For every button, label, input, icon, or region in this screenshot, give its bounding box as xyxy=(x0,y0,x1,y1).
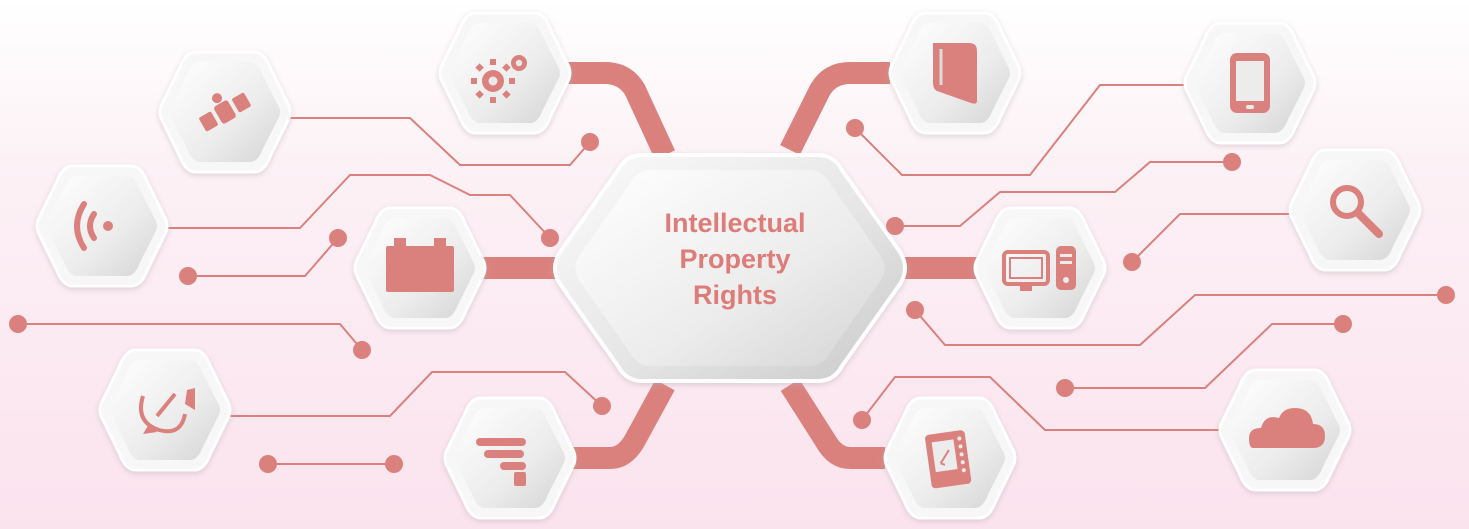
circuit-dot xyxy=(853,411,871,429)
tablet-icon xyxy=(1230,53,1270,113)
circuit-line xyxy=(18,323,363,351)
center-title: Intellectual Property Rights xyxy=(610,205,860,313)
satellite-icon xyxy=(199,92,251,132)
circuit-line xyxy=(1065,323,1343,389)
circuit-line xyxy=(225,371,603,417)
satellite-dish-icon xyxy=(139,388,195,434)
connector-hand xyxy=(570,379,675,469)
circuit-dots xyxy=(9,119,1455,473)
search-icon xyxy=(1330,185,1383,238)
center-hexagon xyxy=(553,153,907,383)
connector-phone xyxy=(780,379,885,469)
gears-icon xyxy=(471,55,527,103)
hex-node-satellite xyxy=(158,50,292,174)
center-title-line-2: Property xyxy=(679,244,791,274)
circuit-dot xyxy=(329,229,347,247)
circuit-dot xyxy=(1056,379,1074,397)
circuit-line xyxy=(895,161,1232,227)
circuit-dot xyxy=(886,217,904,235)
circuit-dot xyxy=(179,267,197,285)
circuit-dot xyxy=(353,341,371,359)
hex-node-search xyxy=(1288,148,1422,272)
circuit-dot xyxy=(1437,286,1455,304)
circuit-dot xyxy=(1334,315,1352,333)
hex-node-hand xyxy=(443,396,577,520)
circuit-line xyxy=(165,174,551,239)
wifi-signal-icon xyxy=(74,201,113,251)
hexagon-nodes xyxy=(35,11,1422,520)
circuit-dot xyxy=(385,455,403,473)
circuit-dot xyxy=(1123,253,1141,271)
circuit-dot xyxy=(581,133,599,151)
circuit-dot xyxy=(9,315,27,333)
hand-icon xyxy=(476,438,526,486)
hex-node-computer xyxy=(973,206,1107,330)
circuit-line xyxy=(285,117,591,166)
connector-book xyxy=(780,62,890,155)
smartphone-icon xyxy=(925,430,972,489)
book-icon xyxy=(933,43,977,104)
circuit-dot xyxy=(906,301,924,319)
circuit-dot xyxy=(1223,153,1241,171)
center-title-line-1: Intellectual xyxy=(664,208,806,238)
hex-node-wifi xyxy=(35,164,169,288)
circuit-line xyxy=(1131,213,1298,263)
hex-node-phone xyxy=(883,396,1017,520)
hex-node-radar xyxy=(98,348,232,472)
circuit-line xyxy=(914,294,1446,346)
circuit-line xyxy=(854,84,1188,176)
circuit-dot xyxy=(846,119,864,137)
desktop-computer-icon xyxy=(1002,246,1076,291)
connector-gears xyxy=(560,62,675,160)
hex-node-battery xyxy=(353,206,487,330)
circuit-dot xyxy=(259,455,277,473)
hex-node-cloud xyxy=(1218,368,1352,492)
battery-icon xyxy=(386,238,454,292)
circuit-dot xyxy=(541,229,559,247)
circuit-line xyxy=(861,376,1230,431)
center-title-line-3: Rights xyxy=(693,280,777,310)
hex-node-book xyxy=(888,11,1022,135)
circuit-dot xyxy=(593,397,611,415)
hex-node-gears xyxy=(438,11,572,135)
circuit-lines xyxy=(18,84,1446,465)
hex-node-tablet xyxy=(1183,21,1317,145)
circuit-line xyxy=(188,237,339,277)
cloud-icon xyxy=(1249,408,1325,448)
